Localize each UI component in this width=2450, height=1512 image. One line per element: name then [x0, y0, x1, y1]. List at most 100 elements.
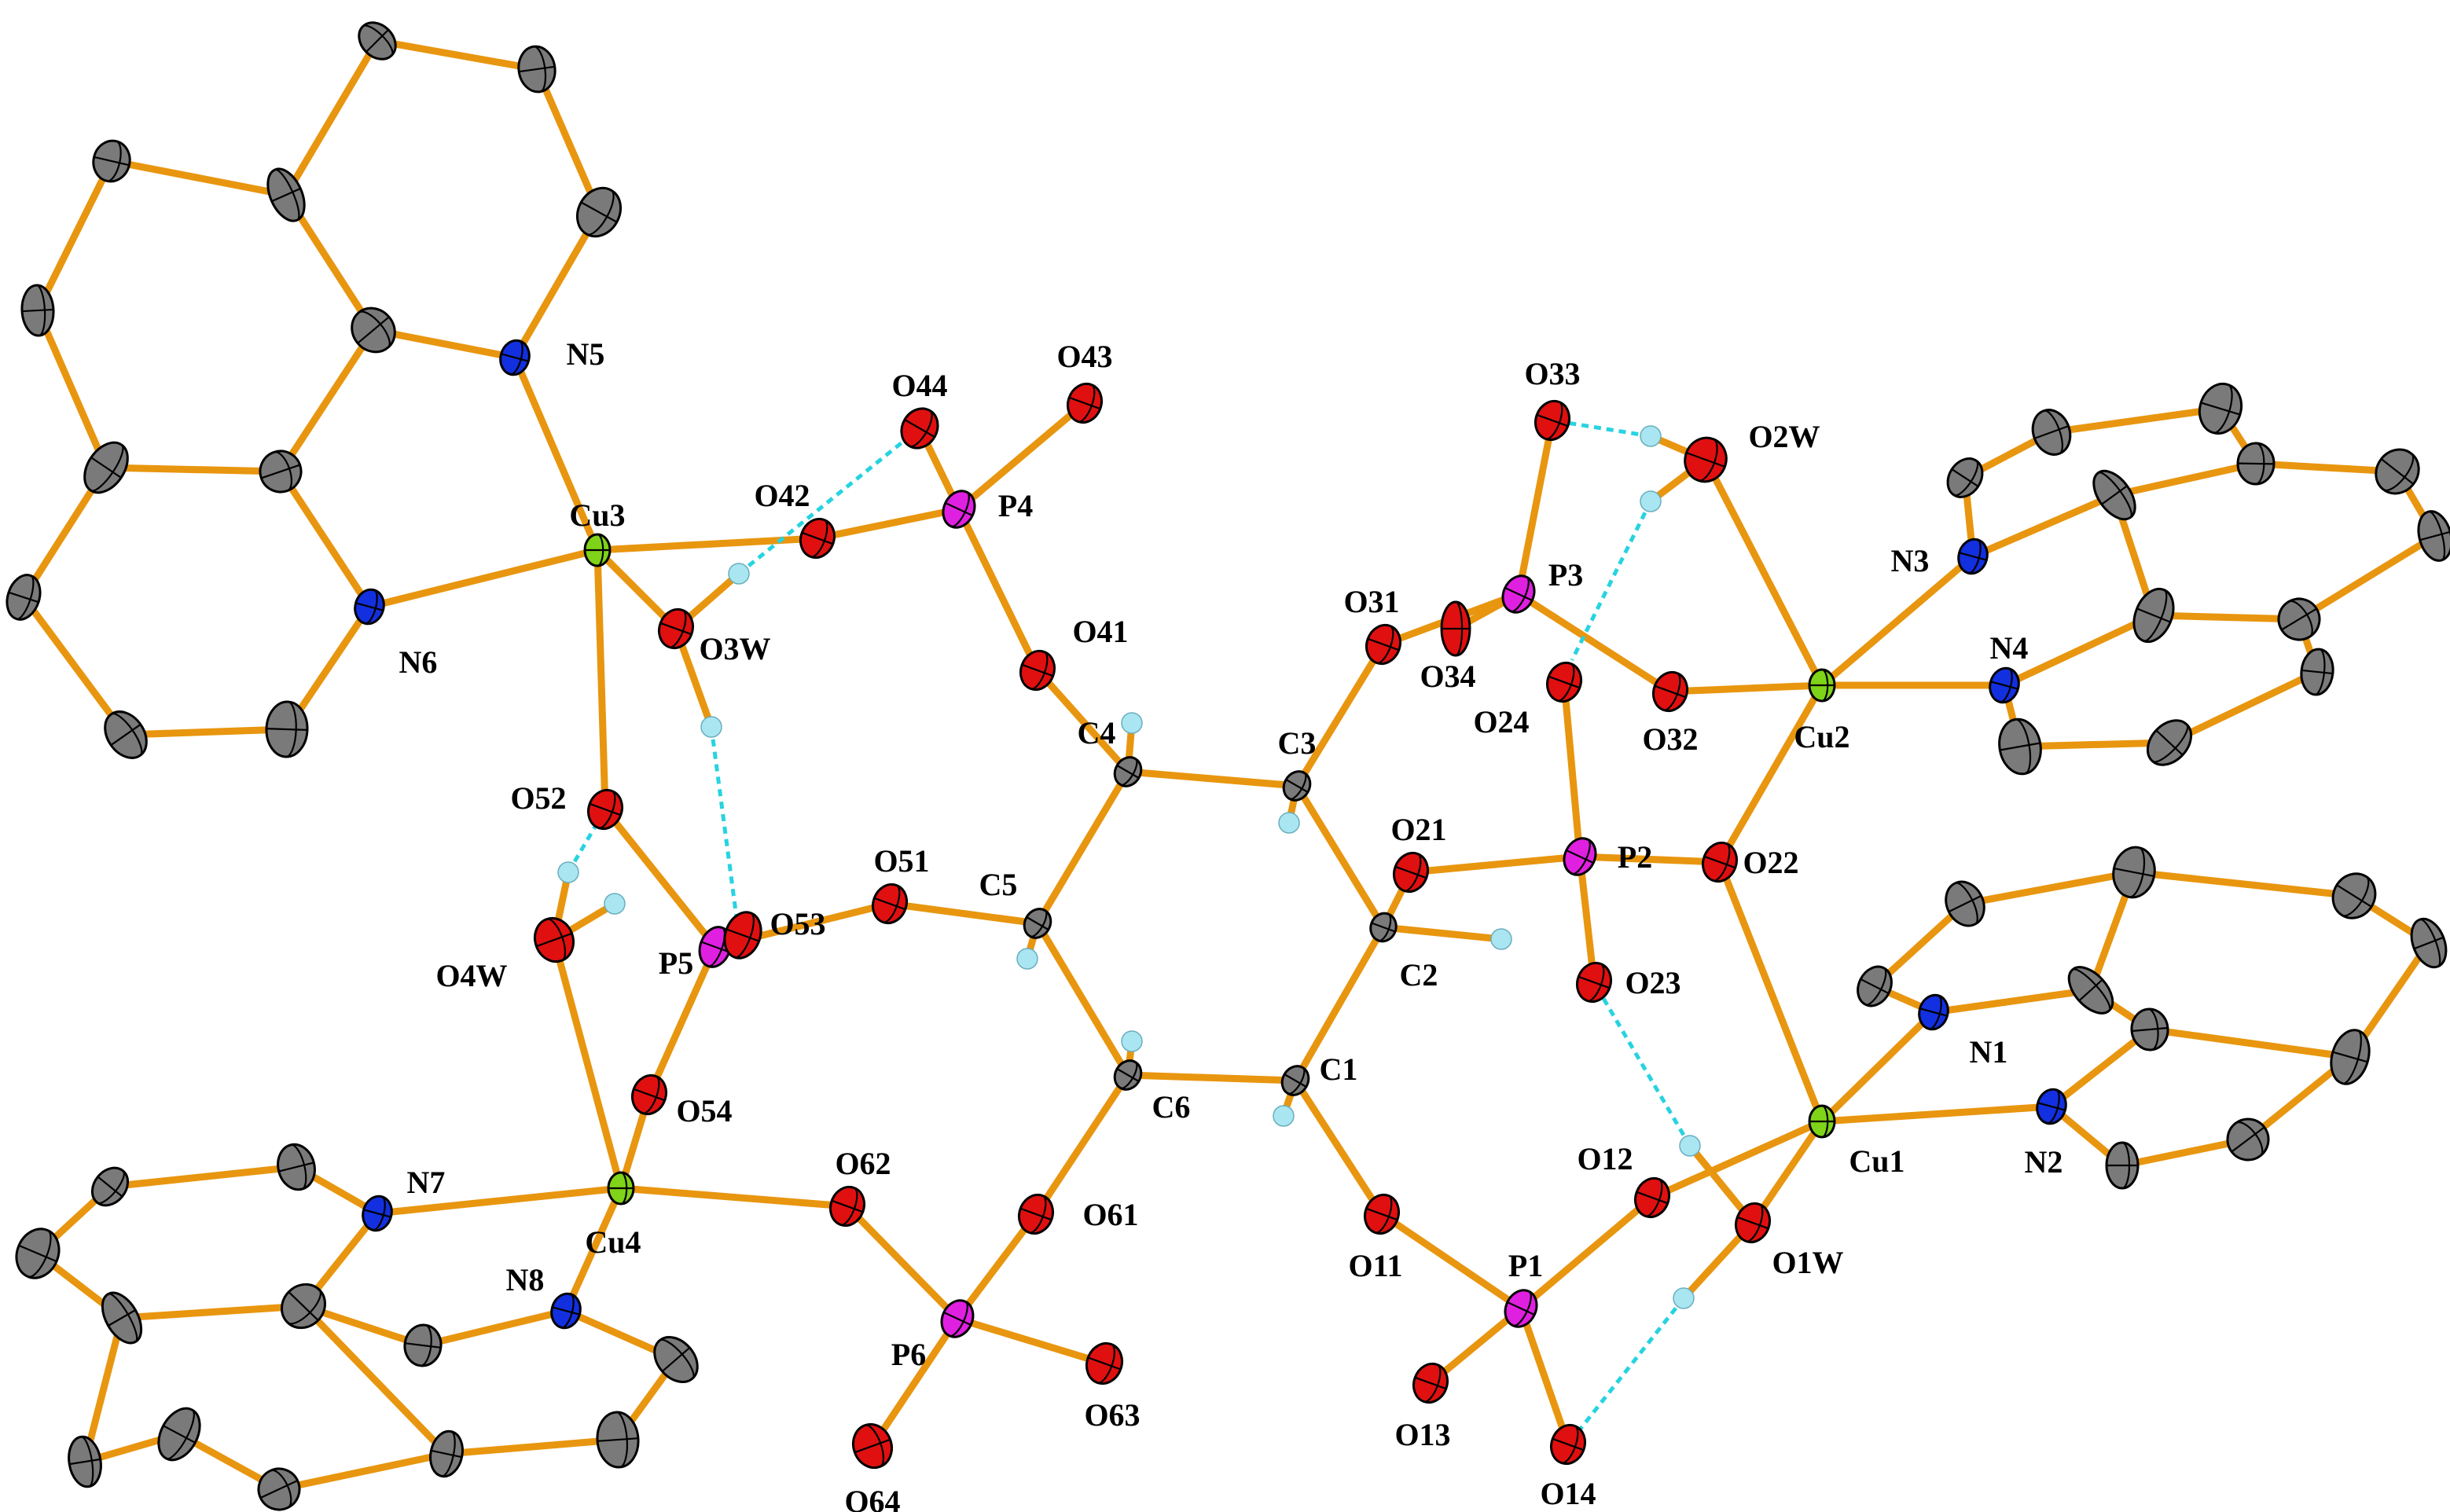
hydrogen-bond — [1552, 418, 1651, 439]
bond-p2-o24 — [1560, 678, 1584, 861]
bond-c1-c2 — [1291, 923, 1387, 1084]
atom-cu3 — [583, 533, 612, 567]
atom-o51 — [871, 883, 909, 925]
hydrogen-atom — [1679, 1135, 1701, 1157]
atom-label-o22: O22 — [1743, 845, 1798, 880]
atom-label-o4w: O4W — [435, 958, 507, 993]
atom-label-o51: O51 — [873, 843, 929, 879]
carbon-atom — [101, 1291, 143, 1345]
bond-o61-p6 — [953, 1210, 1040, 1323]
atom-o52 — [586, 788, 624, 831]
bond-cu4-n8 — [562, 1184, 625, 1315]
atom-label-n1: N1 — [1970, 1034, 2008, 1070]
atom-n8 — [550, 1292, 582, 1330]
hydrogen-bond — [1570, 500, 1653, 662]
bond-layer — [20, 37, 2439, 1493]
bond-c4-c5 — [1034, 768, 1132, 927]
bond-c1-o11 — [1291, 1077, 1386, 1218]
bond-p5-o52 — [601, 806, 719, 951]
carbon-atom — [2236, 442, 2276, 486]
atom-label-o34: O34 — [1420, 659, 1475, 694]
carbon-atom — [2092, 469, 2136, 521]
atom-label-o32: O32 — [1642, 721, 1698, 757]
atom-o62 — [828, 1185, 866, 1228]
bond-cu2-o22 — [1716, 681, 1826, 866]
carbon-atom — [68, 1435, 102, 1488]
carbon-atom — [2330, 1029, 2371, 1085]
hydrogen-atom — [1121, 1030, 1143, 1052]
bond — [34, 157, 116, 314]
atom-label-o14: O14 — [1540, 1476, 1596, 1511]
carbon-atom — [104, 710, 148, 759]
carbon-atom — [575, 186, 623, 238]
bond — [118, 1302, 307, 1322]
atom-label-o62: O62 — [835, 1146, 891, 1181]
bond — [369, 326, 519, 361]
atom-c4 — [1113, 756, 1143, 787]
bond — [2146, 1026, 2354, 1061]
carbon-atom — [1857, 965, 1893, 1007]
bond-p5-o54 — [645, 943, 719, 1099]
bond-cu4-n7 — [373, 1184, 625, 1217]
atom-label-c5: C5 — [979, 867, 1018, 902]
atom-cu4 — [607, 1171, 635, 1206]
atom-o24 — [1545, 661, 1583, 703]
atom-label-o44: O44 — [891, 368, 947, 403]
atom-label-cu4: Cu4 — [585, 1224, 641, 1260]
atom-label-o3w: O3W — [699, 631, 770, 666]
atom-label-cu2: Cu2 — [1794, 719, 1849, 754]
carbon-atom — [83, 441, 129, 494]
carbon-atom — [265, 700, 309, 758]
atom-label-o23: O23 — [1625, 965, 1680, 1000]
atom-label-o64: O64 — [844, 1484, 900, 1512]
carbon-atom — [2417, 510, 2450, 562]
carbon-atom — [429, 1429, 464, 1478]
bond-p6-o63 — [953, 1315, 1108, 1367]
bond — [108, 157, 290, 199]
bond-cu3-o52 — [593, 546, 609, 813]
bond-c3-c4 — [1124, 768, 1301, 790]
bond-cu2-o2w — [1702, 456, 1826, 689]
bond — [2252, 460, 2401, 475]
atom-n2 — [2036, 1088, 2067, 1125]
atom-p4 — [942, 490, 976, 529]
atom-n4 — [1989, 666, 2020, 704]
atom-label-p2: P2 — [1618, 839, 1652, 875]
bond — [2165, 668, 2321, 747]
atom-c6 — [1113, 1059, 1143, 1091]
atom-label-n8: N8 — [506, 1262, 545, 1297]
atom-label-c1: C1 — [1320, 1051, 1358, 1087]
atom-o13 — [1412, 1362, 1449, 1404]
bond-c2-c3 — [1293, 782, 1387, 931]
bond-cu1-n1 — [1818, 1008, 1938, 1125]
carbon-atom — [266, 167, 306, 222]
atom-cu2 — [1808, 668, 1836, 703]
bond-cu3-n6 — [365, 546, 601, 611]
bond-cu3-o42 — [593, 534, 821, 554]
atom-label-o42: O42 — [754, 478, 810, 513]
atom-layer — [6, 21, 2450, 1511]
atom-label-n2: N2 — [2025, 1144, 2063, 1180]
carbon-atom — [2300, 648, 2334, 696]
atom-label-n7: N7 — [407, 1165, 446, 1200]
atom-p1 — [1504, 1289, 1538, 1328]
atom-o54 — [630, 1073, 668, 1116]
carbon-atom — [259, 450, 303, 494]
bond-p1-o14 — [1517, 1305, 1572, 1448]
atom-o21 — [1392, 851, 1430, 894]
atom-c1 — [1280, 1065, 1310, 1096]
bond — [81, 1314, 126, 1466]
atom-o23 — [1575, 961, 1613, 1004]
bond — [1379, 923, 1505, 943]
bond — [277, 468, 373, 611]
bond — [34, 306, 110, 472]
atom-label-o33: O33 — [1524, 356, 1580, 391]
atom-label-o31: O31 — [1343, 584, 1399, 619]
atom-n1 — [1918, 993, 1949, 1031]
bond-c6-o61 — [1032, 1071, 1132, 1218]
atom-o61 — [1017, 1193, 1055, 1235]
atom-o2w — [1684, 436, 1728, 483]
atom-n7 — [362, 1195, 393, 1232]
carbon-atom — [2146, 719, 2193, 766]
carbon-atom — [2198, 382, 2243, 435]
